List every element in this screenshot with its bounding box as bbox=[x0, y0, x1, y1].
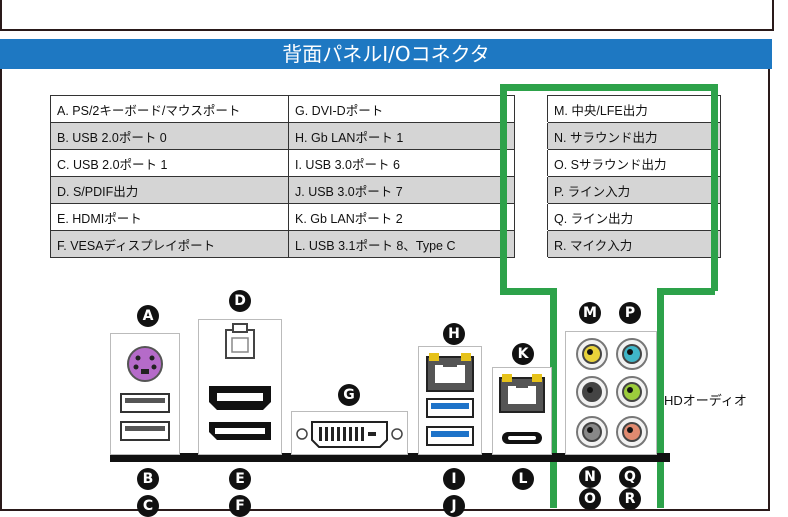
label-e: E bbox=[229, 468, 251, 490]
table-cell: R. マイク入力 bbox=[547, 230, 721, 258]
lan2-usbc-panel bbox=[492, 367, 552, 455]
audio-highlight-connector-left bbox=[500, 288, 557, 295]
table-cell: A. PS/2キーボード/マウスポート bbox=[50, 95, 289, 123]
audio-highlight-right-down bbox=[657, 288, 664, 508]
table-gap bbox=[514, 230, 548, 258]
io-shield-bar bbox=[110, 453, 670, 462]
table-gap bbox=[514, 203, 548, 231]
mic-jack-icon bbox=[616, 416, 648, 448]
table-cell: O. Sサラウンド出力 bbox=[547, 149, 721, 177]
ports-table: A. PS/2キーボード/マウスポート G. DVI-Dポート M. 中央/LF… bbox=[50, 95, 721, 258]
table-cell: P. ライン入力 bbox=[547, 176, 721, 204]
hd-audio-label: HDオーディオ bbox=[664, 393, 747, 408]
table-row: C. USB 2.0ポート 1 I. USB 3.0ポート 6 O. Sサラウン… bbox=[50, 149, 721, 177]
video-panel bbox=[198, 319, 282, 455]
line-in-jack-icon bbox=[616, 338, 648, 370]
table-cell: G. DVI-Dポート bbox=[288, 95, 515, 123]
label-p: P bbox=[619, 302, 641, 324]
label-b: B bbox=[137, 468, 159, 490]
label-q: Q bbox=[619, 466, 641, 488]
table-cell: J. USB 3.0ポート 7 bbox=[288, 176, 515, 204]
table-gap bbox=[514, 122, 548, 150]
table-cell: D. S/PDIF出力 bbox=[50, 176, 289, 204]
spdif-hdmi-dp-icon bbox=[209, 323, 271, 440]
center-lfe-jack-icon bbox=[576, 338, 608, 370]
audio-highlight-top bbox=[500, 84, 718, 291]
label-h: H bbox=[443, 323, 465, 345]
label-r: R bbox=[619, 488, 641, 510]
label-i: I bbox=[443, 468, 465, 490]
table-cell: I. USB 3.0ポート 6 bbox=[288, 149, 515, 177]
dvi-panel bbox=[291, 411, 408, 455]
table-row: A. PS/2キーボード/マウスポート G. DVI-Dポート M. 中央/LF… bbox=[50, 95, 721, 123]
label-d: D bbox=[229, 290, 251, 312]
label-a: A bbox=[137, 305, 159, 327]
table-gap bbox=[514, 95, 548, 123]
table-cell: K. Gb LANポート 2 bbox=[288, 203, 515, 231]
label-c: C bbox=[137, 495, 159, 517]
label-g: G bbox=[338, 384, 360, 406]
table-cell: C. USB 2.0ポート 1 bbox=[50, 149, 289, 177]
table-cell: B. USB 2.0ポート 0 bbox=[50, 122, 289, 150]
side-surround-jack-icon bbox=[576, 416, 608, 448]
label-k: K bbox=[512, 343, 534, 365]
label-n: N bbox=[579, 466, 601, 488]
top-panel-box bbox=[0, 0, 774, 31]
lan-usb3-panel bbox=[418, 346, 482, 455]
ps2-port-icon bbox=[120, 346, 170, 441]
label-f: F bbox=[229, 495, 251, 517]
label-o: O bbox=[579, 488, 601, 510]
label-j: J bbox=[443, 495, 465, 517]
line-out-jack-icon bbox=[616, 376, 648, 408]
table-cell: E. HDMIポート bbox=[50, 203, 289, 231]
label-l: L bbox=[512, 468, 534, 490]
table-row: D. S/PDIF出力 J. USB 3.0ポート 7 P. ライン入力 bbox=[50, 176, 721, 204]
label-m: M bbox=[579, 302, 601, 324]
audio-highlight-connector-right bbox=[657, 288, 715, 295]
dvi-port-icon bbox=[296, 421, 403, 448]
table-cell: F. VESAディスプレイポート bbox=[50, 230, 289, 258]
table-cell: H. Gb LANポート 1 bbox=[288, 122, 515, 150]
table-cell: L. USB 3.1ポート 8、Type C bbox=[288, 230, 515, 258]
audio-highlight-left-down bbox=[550, 288, 557, 508]
lan2-usbc-icon bbox=[499, 374, 545, 444]
table-cell: N. サラウンド出力 bbox=[547, 122, 721, 150]
ps2-usb-panel bbox=[110, 333, 180, 455]
surround-jack-icon bbox=[576, 376, 608, 408]
lan-usb3-icon bbox=[426, 353, 474, 446]
table-row: F. VESAディスプレイポート L. USB 3.1ポート 8、Type C … bbox=[50, 230, 721, 258]
section-title: 背面パネルI/Oコネクタ bbox=[0, 39, 772, 69]
